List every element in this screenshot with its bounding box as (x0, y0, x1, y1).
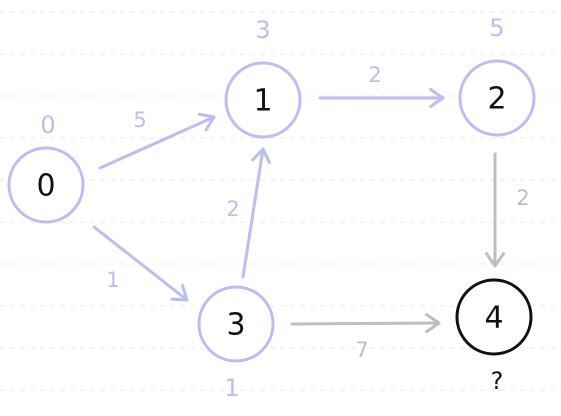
node-4-label: 4 (484, 301, 503, 336)
node-4-distance: ? (491, 367, 504, 395)
edge-0-to-3-line (92, 225, 189, 302)
edge-0-to-1-weight: 5 (133, 108, 146, 132)
edge-0-to-1 (98, 112, 216, 170)
edge-1-to-2-weight: 2 (368, 63, 381, 87)
background-guides (0, 11, 561, 391)
edge-0-to-1-line (98, 115, 216, 170)
node-2[interactable]: 2 (458, 59, 536, 137)
edge-3-to-1-weight: 2 (226, 197, 239, 221)
node-3-label: 3 (226, 308, 245, 343)
edge-3-to-4-line (290, 321, 441, 326)
arrowhead-icon (197, 112, 216, 132)
edge-3-to-1-line (241, 147, 265, 279)
edge-2-to-4-weight: 2 (516, 186, 529, 210)
node-4-circle (455, 278, 533, 356)
edge-3-to-4-weight: 7 (355, 338, 368, 362)
arrowhead-icon (484, 252, 506, 268)
node-0[interactable]: 0 (7, 146, 85, 224)
node-distances: 0 3 5 1? (40, 14, 504, 402)
node-3-distance: 1 (224, 374, 239, 402)
edge-2-to-4 (484, 152, 506, 268)
arrowhead-icon (429, 87, 445, 109)
arrowhead-icon (251, 147, 272, 165)
node-4[interactable]: 4 (455, 278, 533, 356)
node-3-circle (197, 285, 275, 363)
nodes: 0 1 2 3 4 (7, 59, 536, 363)
edge-1-to-2 (318, 87, 445, 109)
edge-3-to-4 (290, 313, 441, 334)
node-2-label: 2 (487, 82, 506, 117)
edge-0-to-3-weight: 1 (106, 268, 119, 292)
node-2-circle (458, 59, 536, 137)
edge-weights: 5 1 2 2 2 7 (106, 63, 529, 362)
node-2-distance: 5 (489, 14, 504, 42)
edge-3-to-1 (241, 147, 272, 279)
node-1[interactable]: 1 (224, 61, 302, 139)
arrowhead-icon (425, 313, 441, 334)
node-1-distance: 3 (255, 16, 270, 44)
node-0-distance: 0 (40, 111, 55, 139)
node-0-circle (7, 146, 85, 224)
node-0-label: 0 (36, 169, 55, 204)
arrowhead-icon (170, 284, 189, 302)
node-3[interactable]: 3 (197, 285, 275, 363)
node-1-circle (224, 61, 302, 139)
node-1-label: 1 (253, 84, 272, 119)
edge-0-to-3 (92, 225, 189, 302)
edges (92, 87, 506, 334)
